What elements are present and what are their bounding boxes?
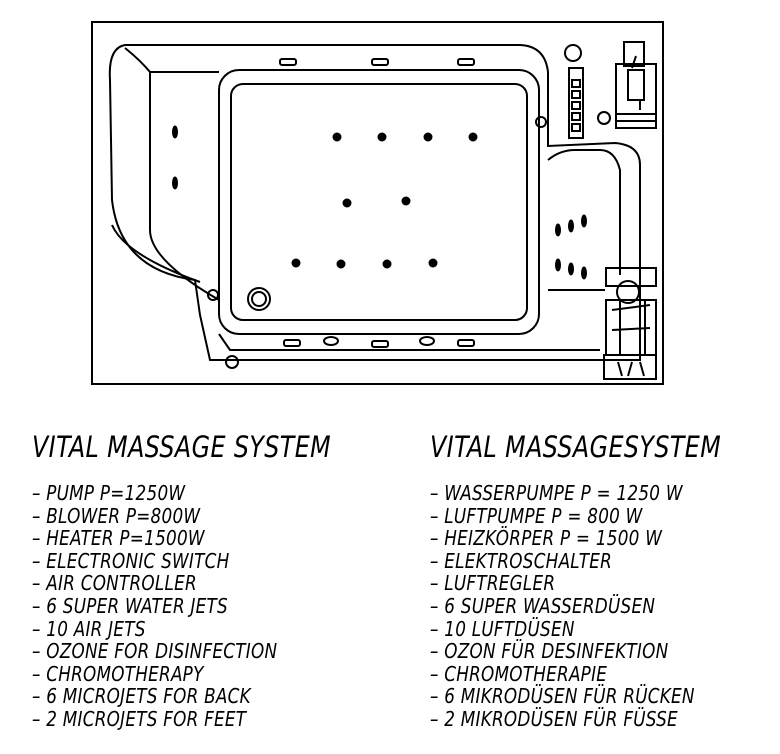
spec-item: 2 MIKRODÜSEN FÜR FÜSSE — [430, 708, 721, 731]
control-panel — [568, 67, 584, 139]
spec-item: AIR CONTROLLER — [32, 572, 331, 595]
spec-item: OZONE FOR DISINFECTION — [32, 640, 331, 663]
spec-item: BLOWER P=800W — [32, 504, 331, 528]
control-button — [571, 90, 581, 99]
spec-item: 6 MIKRODÜSEN FÜR RÜCKEN — [430, 685, 721, 708]
control-button — [571, 79, 581, 88]
spec-item: PUMP P=1250W — [32, 482, 331, 505]
spec-item: 6 SUPER WATER JETS — [32, 595, 331, 618]
spec-items-english: PUMP P=1250W BLOWER P=800W HEATER P=1500… — [32, 482, 331, 731]
spec-list-english: VITAL MASSAGE SYSTEM PUMP P=1250W BLOWER… — [32, 430, 331, 731]
bottom-ledge — [218, 333, 600, 351]
bottom-nozzle — [371, 340, 389, 348]
spec-item: LUFTPUMPE P = 800 W — [430, 504, 721, 528]
bottom-nozzle — [283, 339, 301, 347]
spec-item: 2 MICROJETS FOR FEET — [32, 708, 331, 731]
spec-item: 6 MICROJETS FOR BACK — [32, 685, 331, 708]
spec-title-english: VITAL MASSAGE SYSTEM — [32, 430, 332, 464]
spec-item: HEIZKÖRPER P = 1500 W — [430, 527, 721, 550]
spec-title-german: VITAL MASSAGESYSTEM — [430, 430, 722, 464]
overflow-fitting — [564, 44, 582, 62]
pump-unit — [603, 267, 657, 380]
control-knob — [597, 111, 611, 125]
foot-microjets — [172, 125, 178, 190]
tub-outer-frame — [91, 21, 664, 385]
top-nozzle — [457, 58, 475, 66]
spec-item: ELECTRONIC SWITCH — [32, 550, 331, 573]
corner-fitting — [225, 355, 239, 369]
spec-item: 10 AIR JETS — [32, 617, 331, 641]
basin-floor — [230, 83, 528, 321]
drain — [251, 291, 267, 307]
drain — [247, 287, 271, 311]
right-backrest — [547, 149, 621, 291]
spec-item: 6 SUPER WASSERDÜSEN — [430, 595, 721, 618]
spec-list-german: VITAL MASSAGESYSTEM WASSERPUMPE P = 1250… — [430, 430, 721, 731]
top-nozzle — [371, 58, 389, 66]
bottom-nozzle — [419, 336, 435, 346]
spec-item: CHROMOTHERAPIE — [430, 663, 721, 686]
side-fitting — [207, 289, 219, 301]
top-nozzle — [279, 58, 297, 66]
spec-item: OZON FÜR DESINFEKTION — [430, 640, 721, 663]
side-fitting — [535, 116, 547, 128]
control-button — [571, 123, 581, 132]
spec-item: CHROMOTHERAPY — [32, 663, 331, 686]
spec-item: ELEKTROSCHALTER — [430, 550, 721, 573]
control-button — [571, 101, 581, 110]
bathtub-top-view-drawing — [91, 21, 664, 385]
bottom-nozzle — [457, 339, 475, 347]
control-button — [571, 112, 581, 121]
tub-rim — [108, 44, 641, 361]
back-microjets — [555, 214, 587, 280]
spec-item: WASSERPUMPE P = 1250 W — [430, 482, 721, 505]
blower-unit — [615, 41, 657, 129]
spec-item: LUFTREGLER — [430, 572, 721, 595]
basin-outer-wall — [218, 69, 540, 335]
floor-jets — [291, 132, 478, 269]
spec-item: HEATER P=1500W — [32, 527, 331, 550]
spec-items-german: WASSERPUMPE P = 1250 W LUFTPUMPE P = 800… — [430, 482, 721, 731]
spec-item: 10 LUFTDÜSEN — [430, 617, 721, 641]
left-backrest — [111, 47, 220, 301]
bottom-nozzle — [323, 336, 339, 346]
